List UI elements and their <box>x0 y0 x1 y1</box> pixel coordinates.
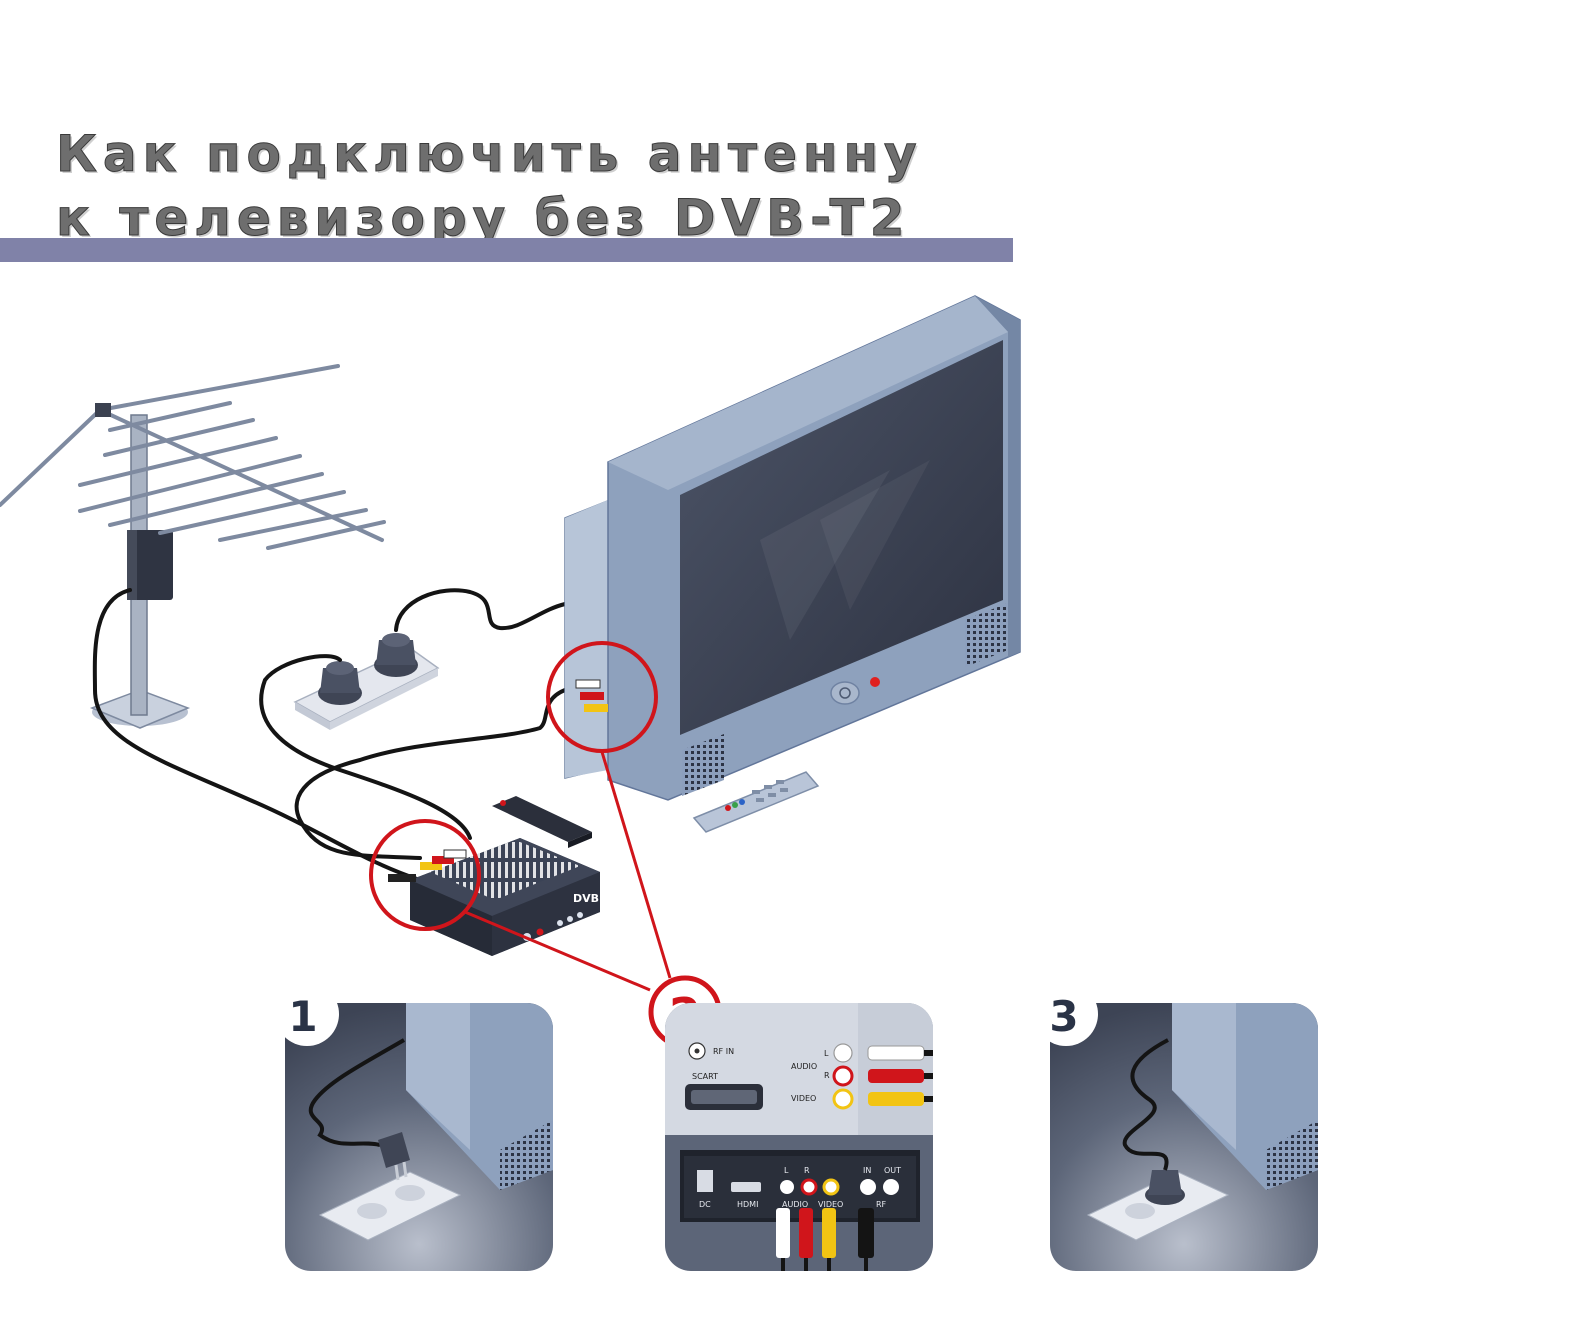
step-1-panel: 1 <box>275 982 553 1271</box>
step-2-panel: RF IN SCART AUDIO L R VIDEO DC HDMI <box>665 1003 933 1271</box>
box-hdmi-label: HDMI <box>737 1200 758 1209</box>
television <box>564 295 1021 801</box>
box-out-label: OUT <box>884 1166 901 1175</box>
title-underline-bar <box>0 238 1013 262</box>
box-l-label: L <box>784 1166 789 1175</box>
box-video-label: VIDEO <box>818 1200 843 1209</box>
box-rf-label: RF <box>876 1200 887 1209</box>
dvb-receiver: DVB <box>388 838 600 956</box>
tv-scart-label: SCART <box>692 1072 718 1081</box>
cables <box>92 588 567 882</box>
receiver-remote <box>492 796 592 848</box>
receiver-logo: DVB <box>573 892 599 905</box>
box-r-label: R <box>804 1166 810 1175</box>
step-1-number: 1 <box>288 992 317 1041</box>
page-title-line2: к телевизору без DVB-T2 <box>56 189 911 248</box>
box-audio-label: AUDIO <box>782 1200 808 1209</box>
step-3-panel: 3 <box>1034 982 1318 1271</box>
callout-circle-tv <box>546 641 658 753</box>
callout-circle-receiver <box>369 819 481 931</box>
tv-audio-label: AUDIO <box>791 1062 817 1071</box>
page-title: Как подключить антенну к телевизору без … <box>56 122 923 250</box>
box-dc-label: DC <box>699 1200 711 1209</box>
antenna <box>0 364 386 729</box>
step-3-number: 3 <box>1049 992 1078 1041</box>
tv-audio-l-label: L <box>824 1049 829 1058</box>
tv-rf-in-label: RF IN <box>713 1047 734 1056</box>
tv-audio-r-label: R <box>824 1071 830 1080</box>
tv-video-label: VIDEO <box>791 1094 816 1103</box>
page-title-line1: Как подключить антенну <box>56 125 923 184</box>
tv-remote <box>692 771 820 833</box>
box-in-label: IN <box>863 1166 871 1175</box>
power-strip <box>293 633 440 730</box>
